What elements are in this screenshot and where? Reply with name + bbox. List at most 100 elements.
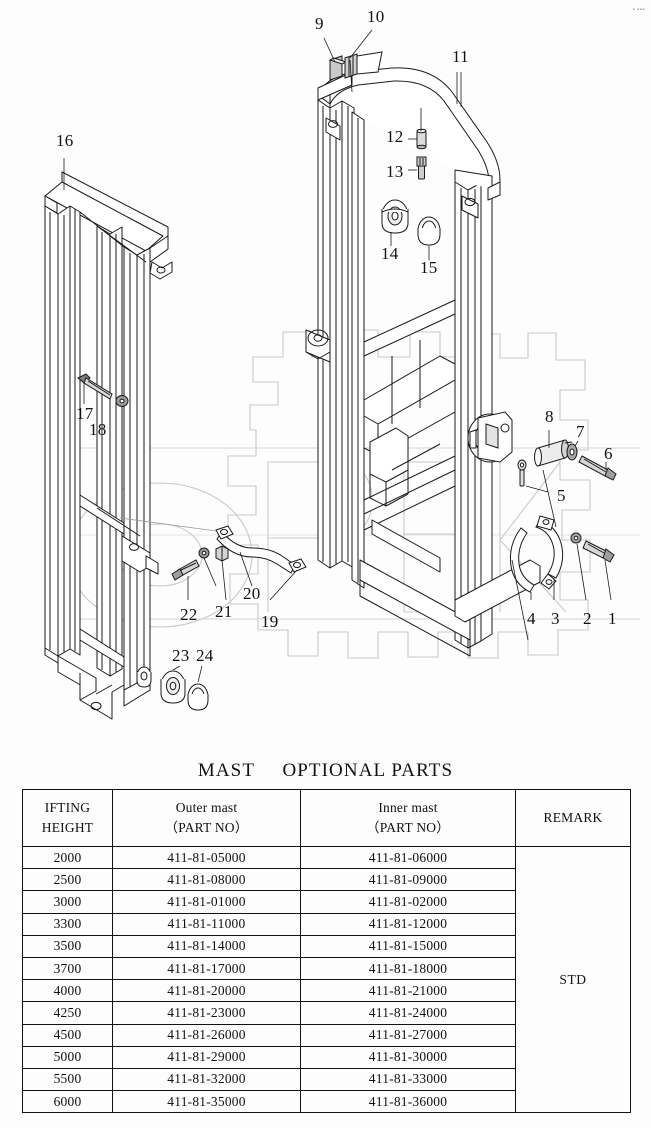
header-outer-mast-line1: Outer mast: [175, 800, 238, 816]
cell-remark: STD: [515, 845, 631, 1114]
caption-part1: MAST: [197, 760, 255, 781]
header-inner-mast: Inner mast （PART NO）: [300, 789, 516, 847]
callout-7: 7: [576, 422, 585, 441]
cell-inner-mast: 411-81-15000: [300, 934, 516, 958]
header-remark-line1: REMARK: [543, 810, 603, 826]
header-inner-mast-line2: （PART NO）: [366, 820, 450, 835]
cell-height: 2000: [22, 845, 113, 870]
parts-diagram: 1 2 3 4 5 6 7 8 9 10 11 12 13 14 15 16 1…: [44, 7, 640, 720]
cell-height: 5000: [22, 1045, 113, 1069]
callout-17: 17: [76, 404, 94, 423]
cell-outer-mast: 411-81-35000: [112, 1090, 301, 1114]
callout-16: 16: [56, 131, 74, 150]
cell-inner-mast: 411-81-18000: [300, 956, 516, 981]
callout-19: 19: [261, 612, 279, 631]
washer-7: [566, 443, 578, 461]
pin-5: [517, 459, 527, 487]
ring-15: [417, 216, 441, 246]
callout-13: 13: [386, 162, 404, 181]
hose-guide-20: [215, 525, 307, 574]
cell-height: 3700: [22, 956, 113, 981]
callout-21: 21: [215, 602, 233, 621]
cell-outer-mast: 411-81-32000: [112, 1067, 301, 1092]
callout-23: 23: [172, 646, 190, 665]
cell-height: 4250: [22, 1001, 113, 1025]
roller-bearing-14: [381, 199, 409, 234]
cell-outer-mast: 411-81-08000: [112, 868, 301, 892]
bolt-13: [416, 156, 427, 180]
table-header-row: IFTING HEIGHT Outer mast （PART NO） Inner…: [22, 789, 631, 847]
washer-21b: [198, 547, 210, 559]
cell-height: 5500: [22, 1067, 113, 1092]
header-lifting-height: IFTING HEIGHT: [22, 789, 113, 847]
sleeve-8: [534, 439, 573, 467]
corner-mark: ▪ ▪▪▪: [632, 7, 645, 13]
leader-17-18: [83, 382, 123, 422]
callout-20: 20: [243, 584, 261, 603]
callout-12: 12: [386, 127, 404, 146]
table-caption: MAST OPTIONAL PARTS: [0, 760, 651, 782]
bushing-left: [136, 666, 152, 688]
outer-mast-assembly: [44, 171, 173, 720]
callout-11: 11: [452, 47, 469, 66]
bushing-12: [416, 128, 427, 150]
ring-24: [187, 683, 209, 711]
header-lifting-height-line2: HEIGHT: [41, 820, 94, 835]
caption-part2: OPTIONAL PARTS: [282, 760, 454, 781]
callout-1: 1: [608, 609, 617, 628]
cell-height: 3000: [22, 890, 113, 914]
cell-inner-mast: 411-81-09000: [300, 868, 516, 892]
cell-inner-mast: 411-81-30000: [300, 1045, 516, 1069]
header-lifting-height-line1: IFTING: [44, 800, 91, 816]
bolt-22: [171, 559, 200, 581]
header-inner-mast-line1: Inner mast: [378, 800, 438, 816]
cell-height: 4000: [22, 979, 113, 1003]
cell-outer-mast: 411-81-05000: [112, 845, 301, 870]
leaders-19-22: [119, 517, 298, 601]
cell-outer-mast: 411-81-26000: [112, 1023, 301, 1047]
cell-outer-mast: 411-81-29000: [112, 1045, 301, 1069]
cell-inner-mast: 411-81-02000: [300, 890, 516, 914]
bracket-9: [328, 55, 348, 81]
cell-height: 2500: [22, 868, 113, 892]
cell-height: 6000: [22, 1090, 113, 1114]
cell-inner-mast: 411-81-24000: [300, 1001, 516, 1025]
diagram-canvas: [44, 29, 640, 720]
nut-21: [215, 545, 229, 562]
shim-10: [344, 51, 383, 79]
sheave-assembly: [467, 411, 513, 463]
header-remark: REMARK: [515, 789, 631, 847]
cell-inner-mast: 411-81-06000: [300, 845, 516, 870]
cell-inner-mast: 411-81-21000: [300, 979, 516, 1003]
leaders-9-10: [323, 29, 458, 104]
callout-2: 2: [583, 609, 592, 628]
bolt-17: [77, 373, 113, 400]
callout-14: 14: [381, 244, 399, 263]
bolt-6: [578, 455, 617, 481]
clamp-4: [510, 527, 535, 593]
callout-10: 10: [367, 7, 385, 26]
callout-18: 18: [89, 420, 107, 439]
clamp-3: [535, 515, 564, 590]
cell-height: 3300: [22, 912, 113, 936]
cell-outer-mast: 411-81-14000: [112, 934, 301, 958]
leaders-1-8: [511, 430, 612, 641]
header-outer-mast-line2: （PART NO）: [164, 820, 249, 835]
callout-4: 4: [527, 609, 536, 628]
cell-height: 4500: [22, 1023, 113, 1047]
callout-22: 22: [180, 605, 198, 624]
bolt-1: [582, 540, 615, 563]
callout-9: 9: [315, 14, 324, 33]
